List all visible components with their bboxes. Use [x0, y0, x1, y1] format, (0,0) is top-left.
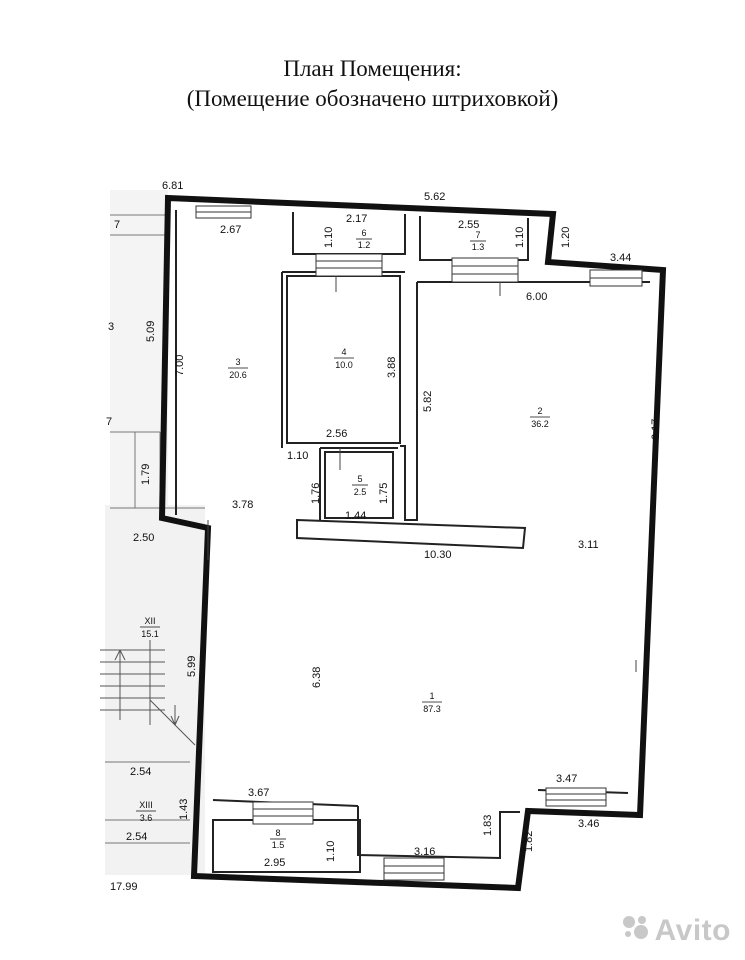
dimension-ticks: [207, 276, 637, 672]
dim-label: 2.50: [133, 532, 154, 544]
dim-label: 2.55: [458, 219, 479, 231]
room-area: 87.3: [423, 704, 441, 714]
dim-label: 3.67: [248, 787, 269, 799]
room-number: 2: [537, 406, 542, 416]
dim-label: 10.30: [424, 549, 452, 561]
room-number: 4: [341, 347, 346, 357]
window-symbols: [195, 205, 643, 881]
dim-label: 6.81: [162, 180, 183, 192]
room-area: 1.2: [358, 240, 371, 250]
dim-label: 1.10: [287, 450, 308, 462]
dim-label: 1.20: [560, 227, 572, 248]
dim-label: 2.54: [126, 831, 147, 843]
dim-label: 3.78: [232, 499, 253, 511]
room-number: XII: [144, 616, 155, 626]
dim-label: 2.56: [326, 428, 347, 440]
room-area: 10.0: [335, 360, 353, 370]
room-area: 1.5: [272, 840, 285, 850]
dim-label: 1.10: [514, 227, 526, 248]
edge-fragment: 7: [114, 219, 120, 231]
room-area: 2.5: [354, 487, 367, 497]
dim-label: 5.99: [186, 656, 198, 677]
room-area: 15.1: [141, 629, 159, 639]
neighbor-area: [100, 190, 205, 875]
room-number: 1: [429, 691, 434, 701]
dim-label: 1.82: [523, 831, 535, 852]
premises-boundary: [158, 194, 667, 892]
room-number: 7: [475, 230, 480, 240]
room-area: 3.6: [140, 813, 153, 823]
dim-label: 2.17: [346, 213, 367, 225]
dim-label: 5.09: [145, 321, 157, 342]
avito-dots-icon: [621, 914, 651, 948]
dim-label: 6.17: [650, 419, 662, 440]
dim-label: 1.79: [140, 464, 152, 485]
dim-label: 2.67: [220, 224, 241, 236]
dim-label: 1.44: [345, 510, 366, 522]
room-number: 6: [361, 228, 366, 238]
room-number: 8: [275, 828, 280, 838]
avito-watermark: Avito: [621, 913, 731, 948]
dim-label: 3.47: [556, 773, 577, 785]
dim-label: 1.43: [178, 799, 190, 820]
dim-label: 6.00: [526, 291, 547, 303]
dim-label: 1.75: [378, 483, 390, 504]
dim-label: 5.62: [424, 191, 445, 203]
dim-label: 3.11: [578, 539, 599, 551]
dim-label: 3.88: [386, 357, 398, 378]
dim-label: 1.83: [482, 815, 494, 836]
dim-label: 17.99: [110, 881, 138, 893]
dim-label: 1.10: [325, 841, 337, 862]
dim-label: 3.44: [610, 252, 631, 264]
dim-label: 3.16: [414, 846, 435, 858]
room-labels: 1 87.3 2 36.2 3 20.6 4 10.0 5 2.5 6 1.2 …: [136, 228, 550, 850]
dim-label: 1.76: [310, 483, 322, 504]
dimension-labels: 6.81 5.62 2.17 2.55 2.67 1.10 1.10 1.20 …: [110, 180, 662, 893]
dim-label: 1.10: [323, 227, 335, 248]
plan-subtitle: (Помещение обозначено штриховкой): [186, 86, 559, 111]
stair-left: [100, 640, 196, 746]
edge-fragment: 7: [106, 416, 112, 428]
dim-label: 2.54: [130, 766, 151, 778]
edge-fragments: 7 3 7: [106, 219, 120, 428]
room-number: XIII: [139, 800, 153, 810]
avito-watermark-text: Avito: [654, 914, 731, 947]
room-area: 20.6: [229, 370, 247, 380]
interior-walls: [175, 210, 650, 873]
dim-label: 2.95: [264, 857, 285, 869]
edge-fragment: 3: [108, 321, 114, 333]
dim-label: 6.38: [311, 667, 323, 688]
room-number: 5: [357, 474, 362, 484]
dim-label: 3.46: [578, 818, 599, 830]
plan-title: План Помещения:: [283, 56, 462, 81]
dim-label: 7.00: [174, 355, 186, 376]
room-number: 3: [235, 357, 240, 367]
dim-label: 5.82: [422, 391, 434, 412]
room-area: 36.2: [531, 419, 549, 429]
room-area: 1.3: [472, 242, 485, 252]
